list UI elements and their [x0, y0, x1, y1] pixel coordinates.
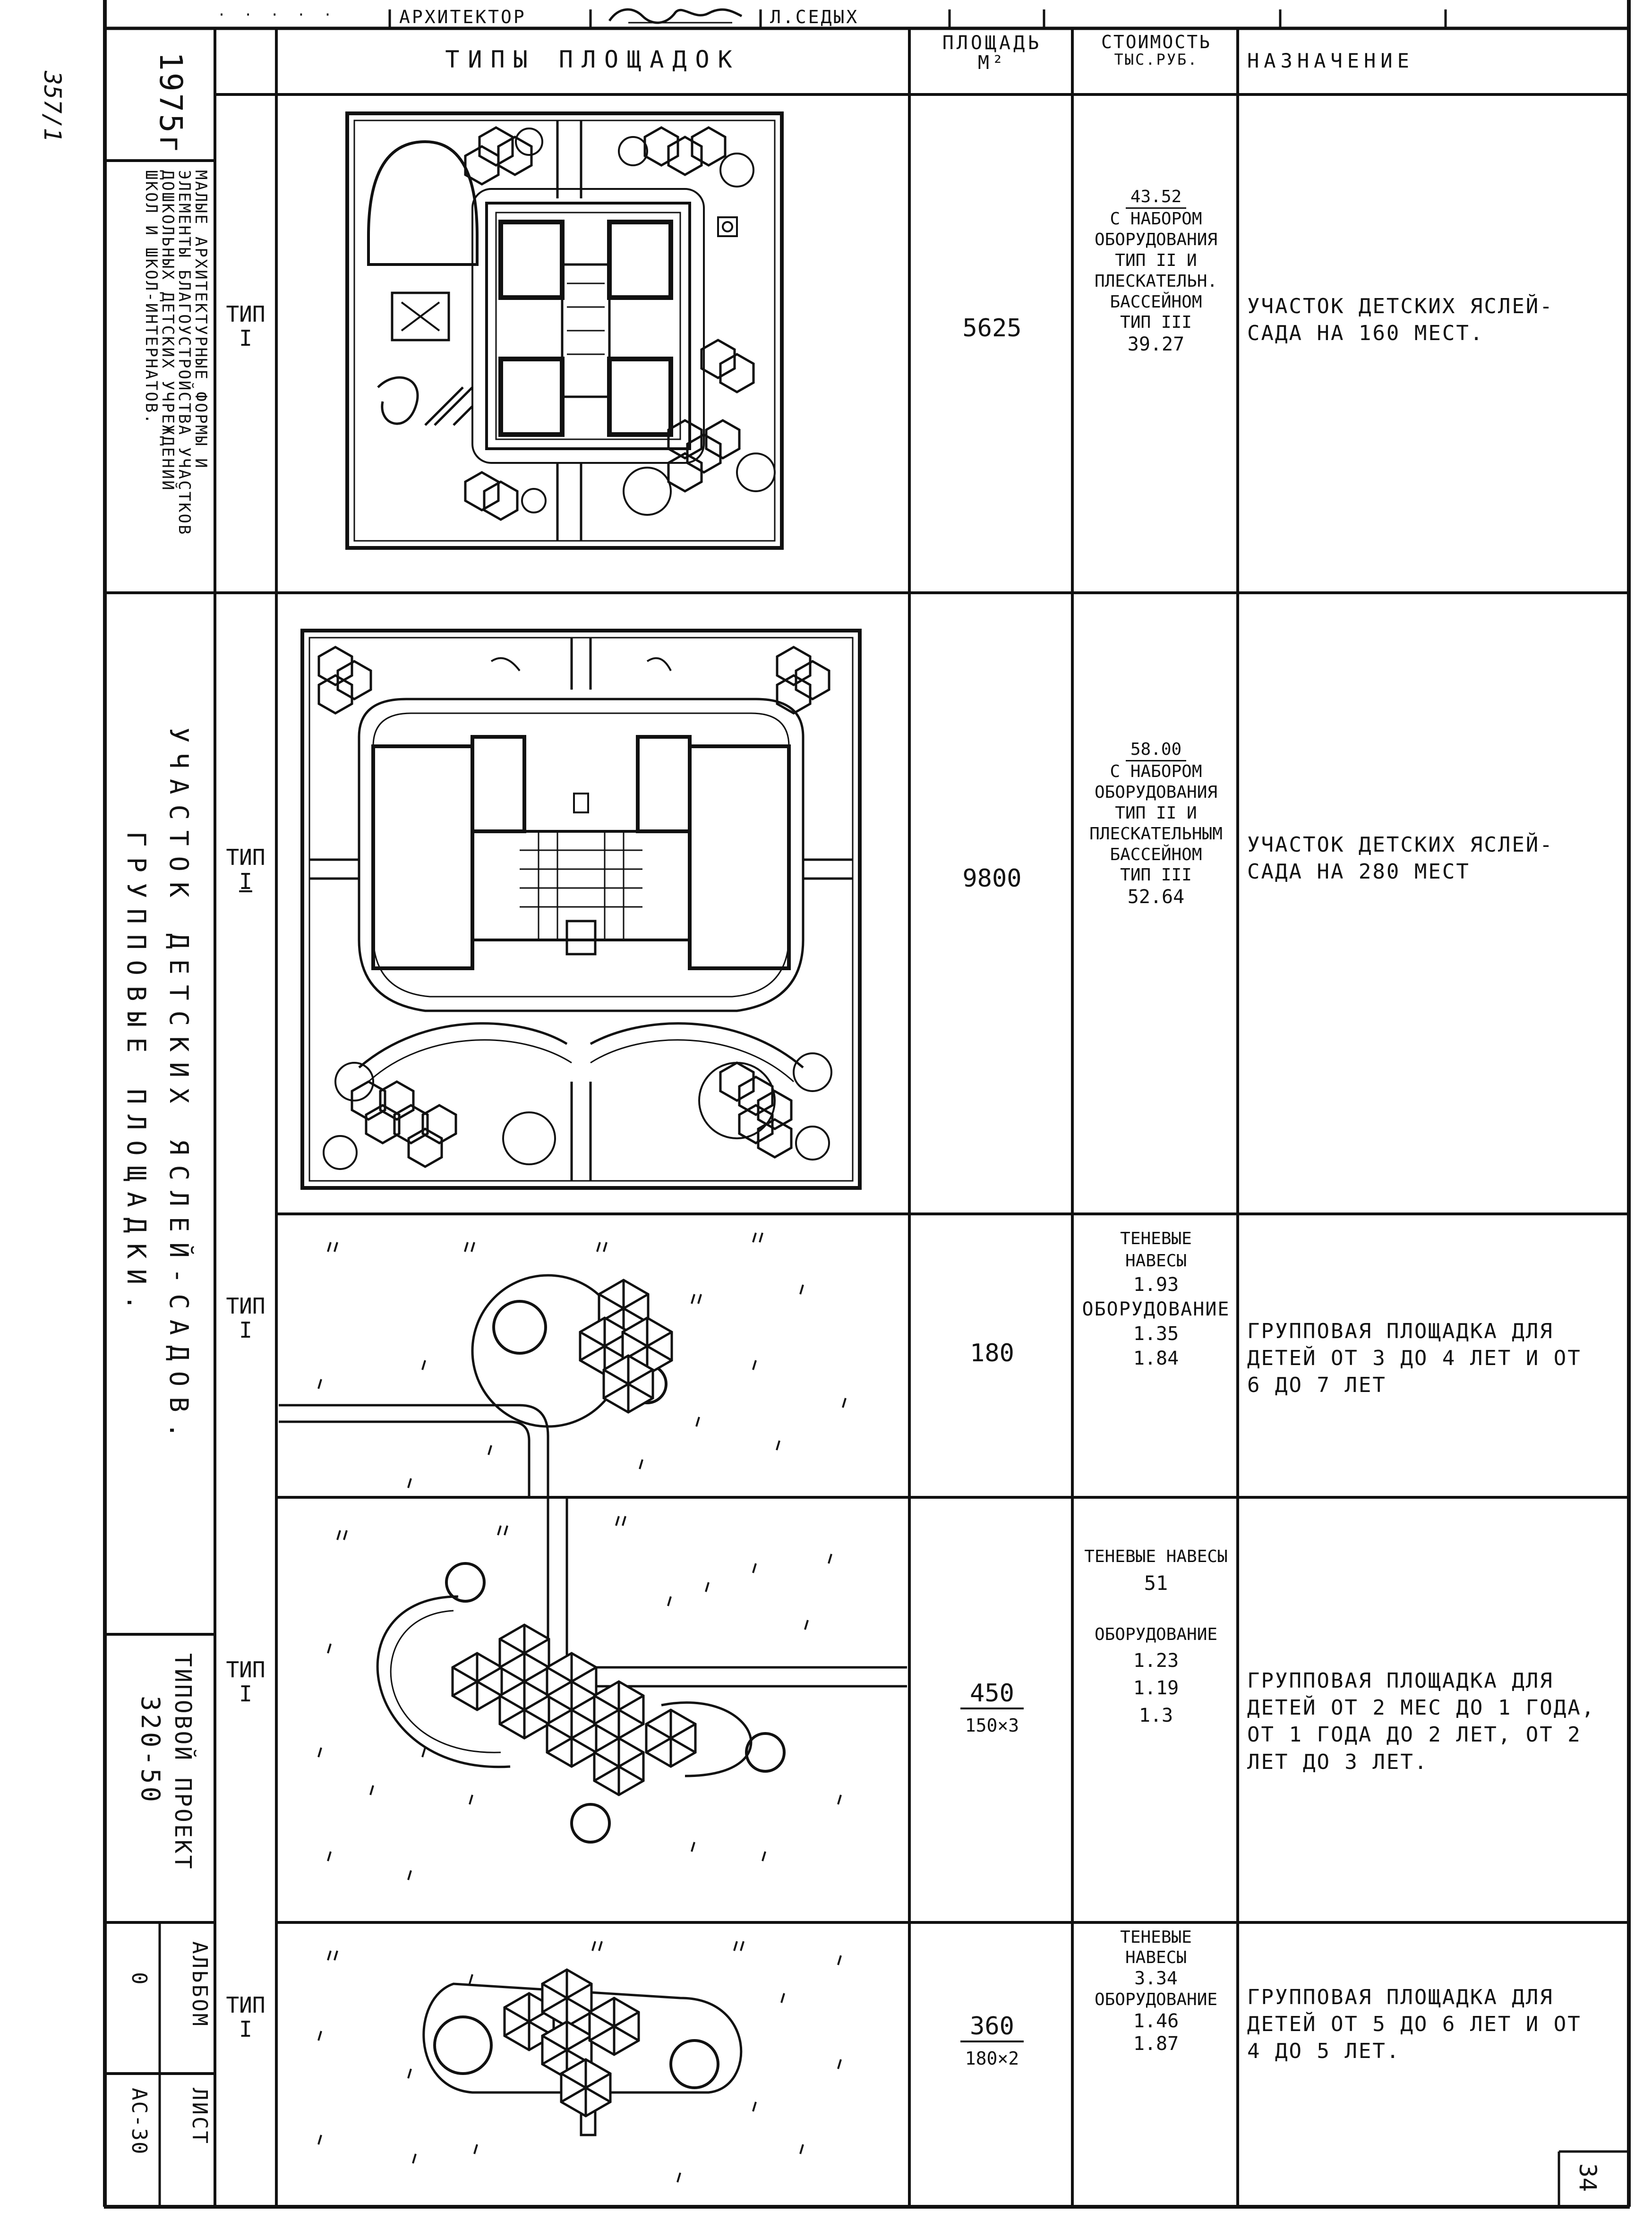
- row4-cost: ТЕНЕВЫЕ НАВЕСЫ 51 ОБОРУДОВАНИЕ 1.23 1.19…: [1073, 1545, 1239, 1729]
- grass-marks: [317, 1232, 847, 1488]
- cost-line: ТИП III: [1120, 865, 1192, 885]
- cost-line: НАВЕСЫ: [1125, 1948, 1187, 1968]
- type-number: I: [239, 325, 252, 351]
- group-ground-360: [317, 1941, 842, 2183]
- cost-line: НАВЕСЫ: [1125, 1251, 1187, 1271]
- cost-line: ОБОРУДОВАНИЯ: [1094, 782, 1218, 802]
- cost-line: 1.3: [1138, 1705, 1173, 1727]
- cost-line: ОБОРУДОВАНИЯ: [1094, 230, 1218, 249]
- group-ground-450: [317, 1497, 907, 1880]
- type-label: ТИП: [226, 845, 265, 870]
- header-cost-line1: СТОИМОСТЬ: [1101, 32, 1211, 52]
- cost-line: ОБОРУДОВАНИЕ: [1094, 1989, 1218, 2009]
- type-number: I: [239, 1681, 252, 1707]
- type-label: ТИП: [226, 1657, 265, 1682]
- row2-purpose: УЧАСТОК ДЕТСКИХ ЯСЛЕЙ-САДА НА 280 МЕСТ: [1247, 833, 1554, 884]
- cost-line: ОБОРУДОВАНИЕ: [1094, 1625, 1218, 1645]
- row4-area: 450 150×3: [912, 1679, 1072, 1738]
- row5-purpose: ГРУППОВАЯ ПЛОЩАДКА ДЛЯ ДЕТЕЙ ОТ 5 ДО 6 Л…: [1247, 1985, 1582, 2064]
- cost-line: ТЕНЕВЫЕ: [1120, 1229, 1192, 1248]
- cost-value: 43.52: [1125, 187, 1187, 209]
- header-types: ТИПЫ ПЛОЩАДОК: [445, 46, 741, 73]
- type-label: ТИП: [226, 1293, 265, 1319]
- cost-line: 39.27: [1127, 333, 1185, 356]
- row1-area: 5625: [962, 314, 1022, 342]
- row1-purpose: УЧАСТОК ДЕТСКИХ ЯСЛЕЙ-САДА НА 160 МЕСТ.: [1247, 294, 1554, 346]
- architect-name: Л.СЕДЫХ: [770, 7, 859, 27]
- row3-purpose: ГРУППОВАЯ ПЛОЩАДКА ДЛЯ ДЕТЕЙ ОТ 3 ДО 4 Л…: [1247, 1319, 1582, 1398]
- header-area: ПЛОЩАДЬ М²: [912, 33, 1072, 73]
- row2-cost: 58.00 С НАБОРОМ ОБОРУДОВАНИЯ ТИП II И ПЛ…: [1073, 739, 1239, 909]
- type-number: I: [239, 2016, 252, 2042]
- architect-label: АРХИТЕКТОР: [399, 7, 526, 27]
- cost-line: 1.19: [1133, 1677, 1179, 1699]
- header-purpose: НАЗНАЧЕНИЕ: [1247, 49, 1414, 72]
- cost-value: 58.00: [1125, 739, 1187, 761]
- cost-line: ТЕНЕВЫЕ НАВЕСЫ: [1084, 1547, 1228, 1566]
- row2-area: 9800: [962, 864, 1022, 893]
- cost-line: ТИП II И: [1115, 803, 1197, 823]
- cost-line: 1.87: [1133, 2033, 1179, 2055]
- cost-line: 1.46: [1133, 2010, 1179, 2032]
- row5-cost: ТЕНЕВЫЕ НАВЕСЫ 3.34 ОБОРУДОВАНИЕ 1.46 1.…: [1073, 1927, 1239, 2055]
- cost-line: 52.64: [1127, 886, 1185, 908]
- area-formula: 180×2: [965, 2048, 1019, 2069]
- cost-line: 51: [1144, 1571, 1168, 1595]
- top-strip-left: . . . . .: [217, 3, 337, 19]
- site-plan-160: [345, 111, 784, 550]
- type-number: I: [239, 868, 252, 894]
- cost-line: ТИП II И: [1115, 250, 1197, 270]
- group-ground-180: [279, 1232, 847, 1497]
- type-label: ТИП: [226, 1992, 265, 2018]
- cost-line: ПЛЕСКАТЕЛЬНЫМ: [1089, 824, 1223, 844]
- cost-line: ТИП III: [1120, 313, 1192, 333]
- cost-line: С НАБОРОМ: [1110, 209, 1202, 229]
- header-cost-line2: ТЫС.РУБ.: [1114, 50, 1198, 68]
- cost-line: БАССЕЙНОМ: [1110, 292, 1202, 312]
- architect-signature: [608, 8, 743, 24]
- cost-line: ПЛЕСКАТЕЛЬН.: [1094, 271, 1218, 291]
- cost-line: С НАБОРОМ: [1110, 761, 1202, 781]
- row3-cost: ТЕНЕВЫЕ НАВЕСЫ 1.93 ОБОРУДОВАНИЕ 1.35 1.…: [1073, 1228, 1239, 1371]
- area-value: 360: [960, 2012, 1024, 2042]
- cost-line: 1.35: [1133, 1323, 1179, 1345]
- type-label: ТИП: [226, 301, 265, 327]
- area-value: 450: [960, 1679, 1024, 1709]
- header-cost: СТОИМОСТЬ ТЫС.РУБ.: [1075, 33, 1238, 68]
- area-formula: 150×3: [965, 1715, 1019, 1736]
- row5-area: 360 180×2: [912, 2012, 1072, 2071]
- header-area-line1: ПЛОЩАДЬ: [942, 32, 1042, 54]
- cost-line: ОБОРУДОВАНИЕ: [1082, 1298, 1230, 1320]
- cost-line: 1.84: [1133, 1347, 1179, 1369]
- row4-purpose: ГРУППОВАЯ ПЛОЩАДКА ДЛЯ ДЕТЕЙ ОТ 2 МЕС ДО…: [1247, 1669, 1596, 1774]
- header-area-line2: М²: [977, 52, 1007, 74]
- cost-line: 1.23: [1133, 1650, 1179, 1672]
- site-plan-280: [300, 629, 862, 1190]
- row1-cost: 43.52 С НАБОРОМ ОБОРУДОВАНИЯ ТИП II И ПЛ…: [1073, 187, 1239, 356]
- row3-area: 180: [970, 1339, 1014, 1367]
- grass-marks: [317, 1941, 842, 2183]
- type-number: I: [239, 1317, 252, 1343]
- cost-line: 1.93: [1133, 1273, 1179, 1296]
- grass-marks: [317, 1516, 842, 1880]
- cost-line: 3.34: [1134, 1968, 1178, 1989]
- cost-line: ТЕНЕВЫЕ: [1120, 1928, 1192, 1947]
- cost-line: БАССЕЙНОМ: [1110, 845, 1202, 864]
